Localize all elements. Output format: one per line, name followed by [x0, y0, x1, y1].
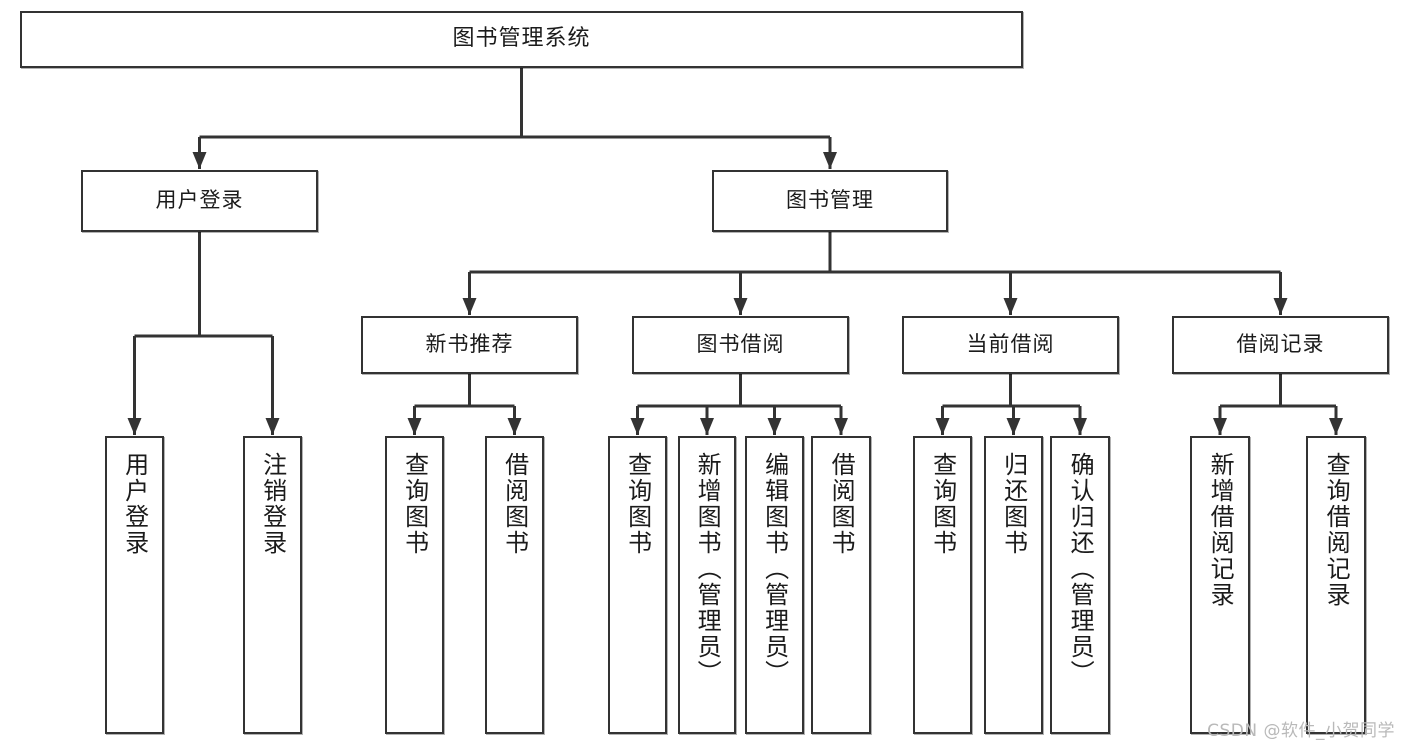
node-label: 查询借阅记录 — [1322, 452, 1351, 608]
node-label: 查询图书 — [623, 452, 652, 556]
node-current-borrow[interactable]: 当前借阅 — [902, 316, 1119, 374]
node-label: 借阅记录 — [1236, 332, 1325, 357]
leaf-edit-book-admin[interactable]: 编辑图书（管理员） — [745, 436, 804, 734]
node-book-manage[interactable]: 图书管理 — [712, 170, 948, 232]
node-label: 编辑图书（管理员） — [760, 452, 789, 686]
leaf-logout[interactable]: 注销登录 — [243, 436, 302, 734]
node-new-book-recommend[interactable]: 新书推荐 — [361, 316, 578, 374]
node-label: 查询图书 — [928, 452, 957, 556]
leaf-return-book[interactable]: 归还图书 — [984, 436, 1043, 734]
node-book-borrow[interactable]: 图书借阅 — [632, 316, 849, 374]
node-label: 新增借阅记录 — [1206, 452, 1235, 608]
node-label: 当前借阅 — [966, 332, 1055, 357]
node-borrow-record[interactable]: 借阅记录 — [1172, 316, 1389, 374]
leaf-query-book-borrow[interactable]: 查询图书 — [608, 436, 667, 734]
node-label: 新书推荐 — [425, 332, 514, 357]
node-label: 用户登录 — [155, 188, 244, 213]
watermark: CSDN @软件_小贺同学 — [1207, 721, 1395, 741]
node-label: 图书管理 — [786, 188, 874, 213]
leaf-user-login[interactable]: 用户登录 — [105, 436, 164, 734]
node-label: 图书管理系统 — [452, 26, 591, 52]
leaf-borrow-book[interactable]: 借阅图书 — [811, 436, 871, 734]
node-user-login[interactable]: 用户登录 — [81, 170, 318, 232]
leaf-confirm-return-admin[interactable]: 确认归还（管理员） — [1050, 436, 1110, 734]
leaf-borrow-book-recommend[interactable]: 借阅图书 — [485, 436, 544, 734]
node-label: 借阅图书 — [827, 452, 856, 556]
leaf-query-book-current[interactable]: 查询图书 — [913, 436, 972, 734]
node-label: 图书借阅 — [696, 332, 785, 357]
node-label: 用户登录 — [120, 452, 149, 556]
node-label: 借阅图书 — [500, 452, 529, 556]
leaf-add-book-admin[interactable]: 新增图书（管理员） — [678, 436, 736, 734]
leaf-query-borrow-record[interactable]: 查询借阅记录 — [1306, 436, 1366, 734]
node-label: 新增图书（管理员） — [693, 452, 722, 686]
node-label: 查询图书 — [400, 452, 429, 556]
node-label: 确认归还（管理员） — [1066, 452, 1095, 686]
node-label: 归还图书 — [999, 452, 1028, 556]
node-label: 注销登录 — [258, 452, 287, 556]
leaf-add-borrow-record[interactable]: 新增借阅记录 — [1190, 436, 1250, 734]
node-root-system[interactable]: 图书管理系统 — [20, 11, 1023, 68]
leaf-query-book-recommend[interactable]: 查询图书 — [385, 436, 444, 734]
